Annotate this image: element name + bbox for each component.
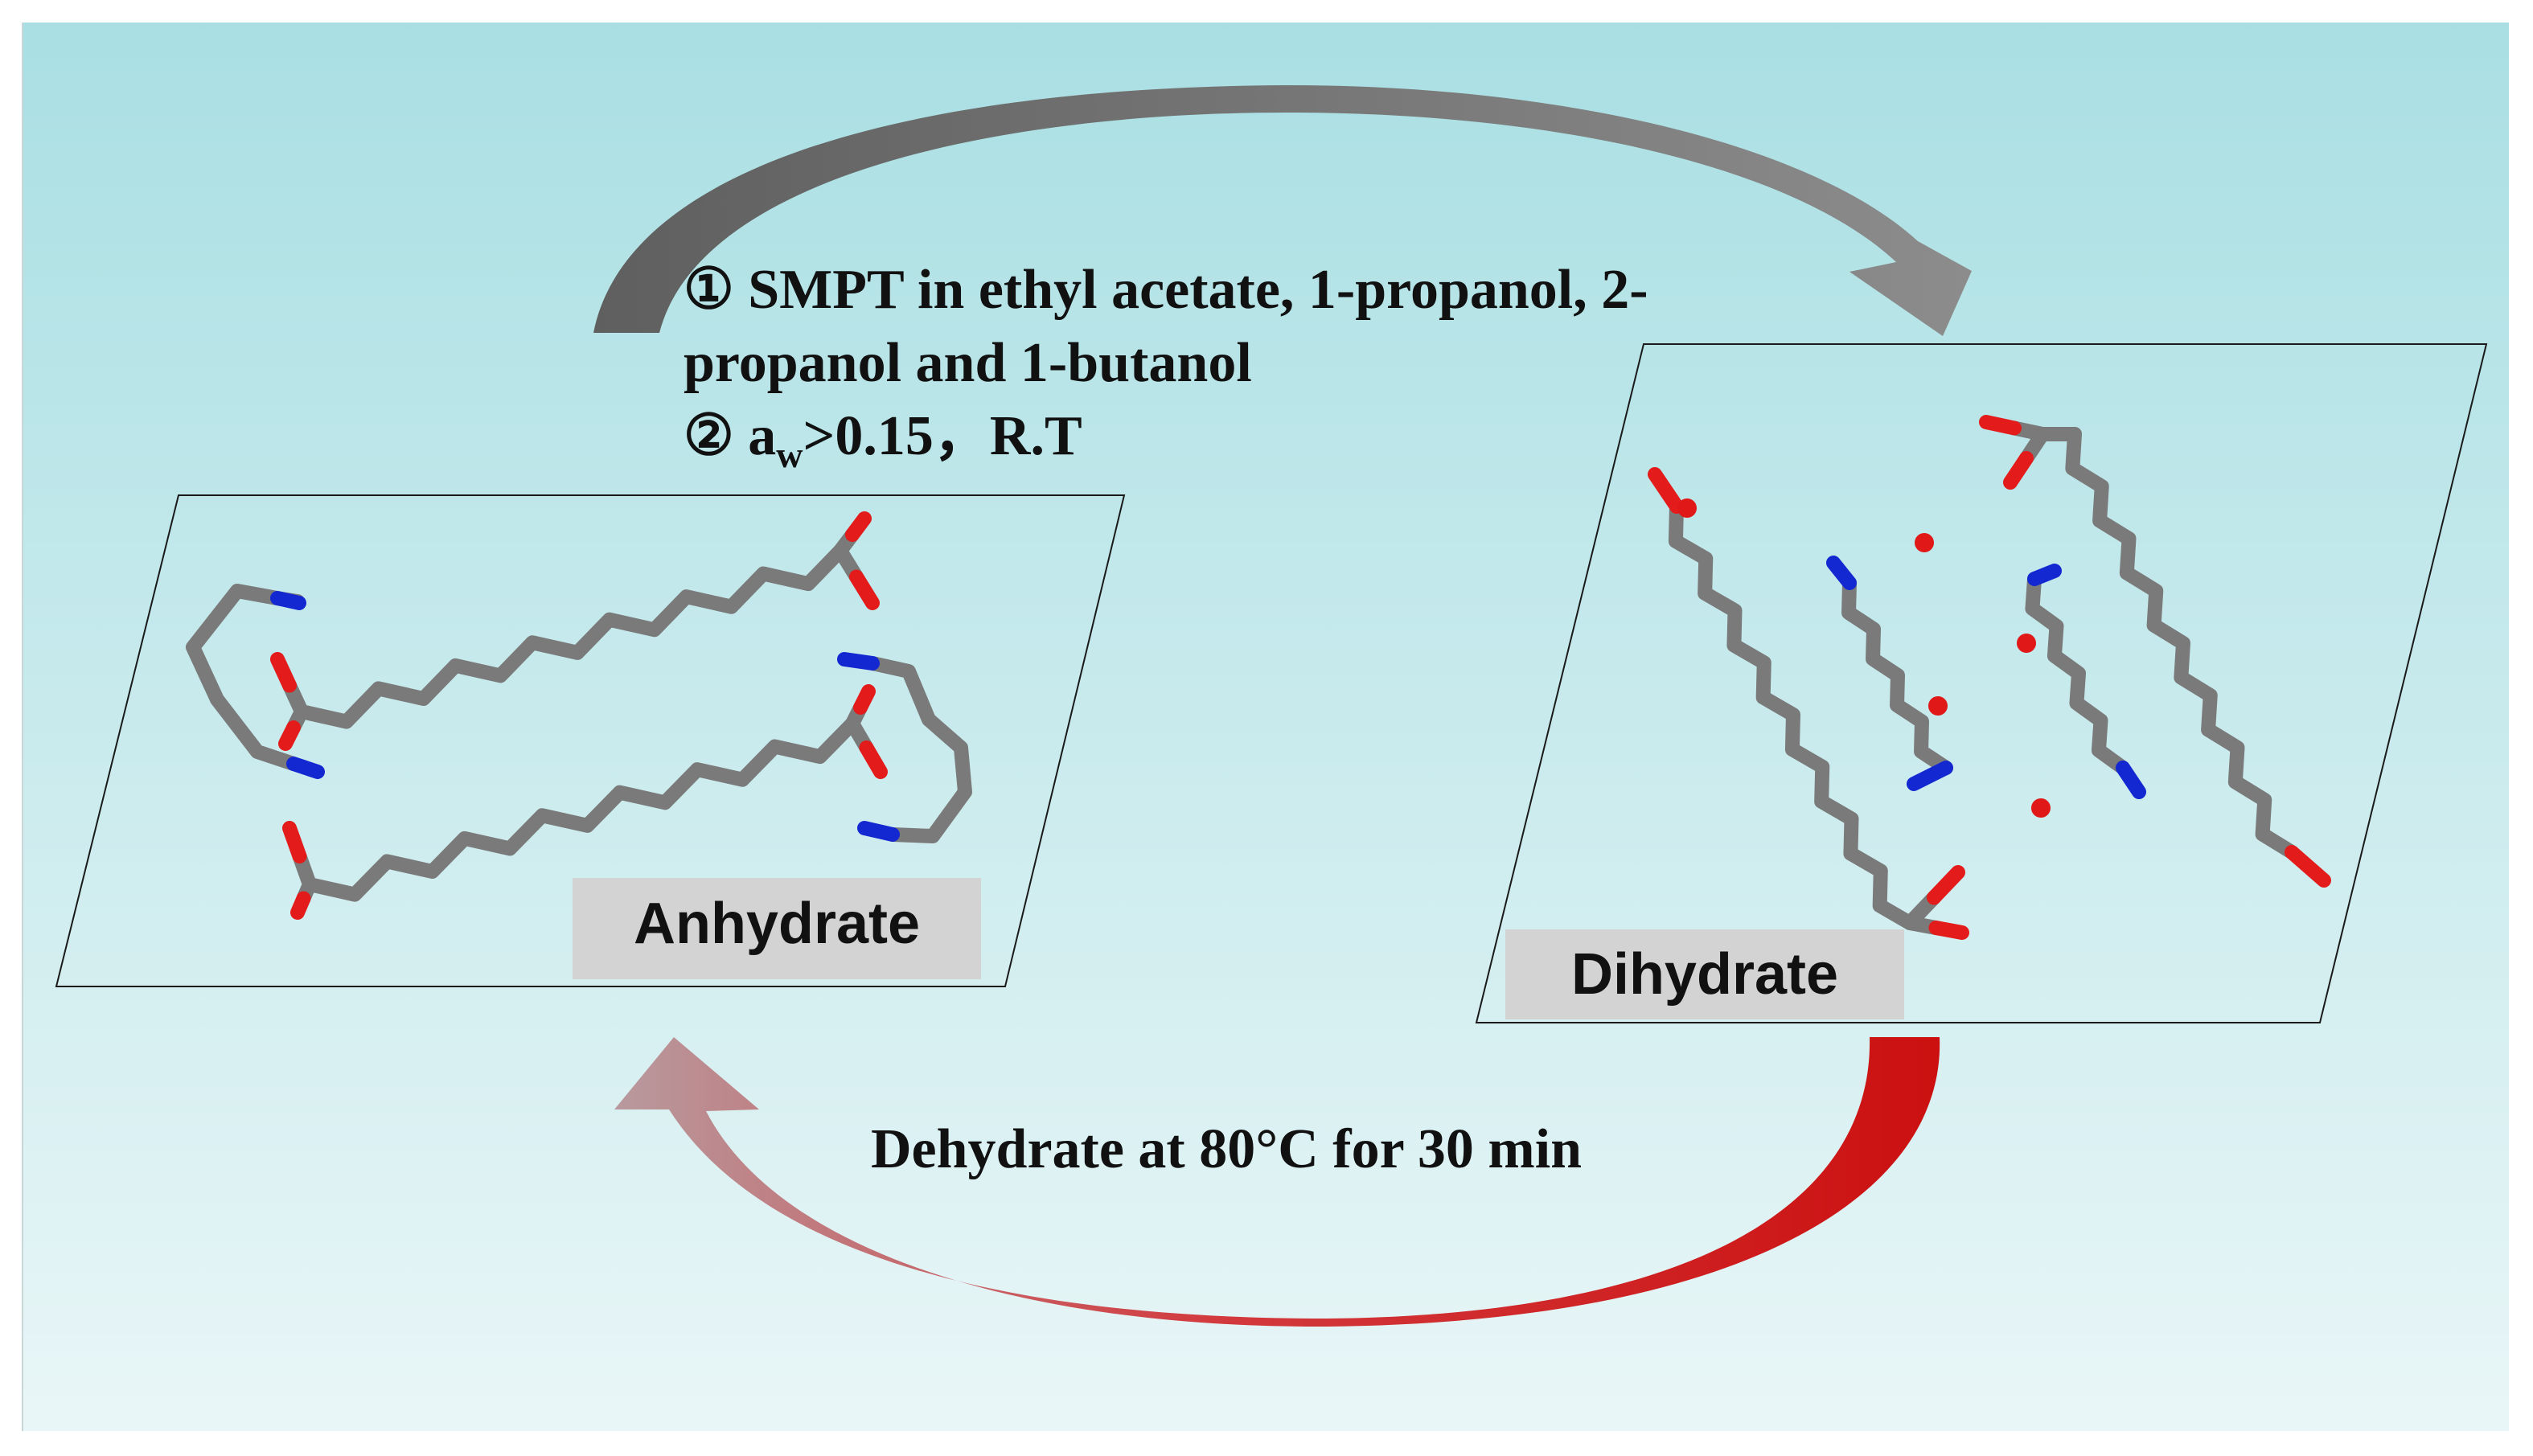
- dihydrate-panel: [1475, 343, 2488, 1023]
- dihydrate-amine-chain-left: [1841, 576, 1953, 775]
- dihydrate-carboxyl-right-top-oxygen-b: [2003, 451, 2034, 490]
- anhydrate-carboxyl-upper-right-oxygen-b: [849, 569, 880, 610]
- water-molecule-2: [2017, 634, 2036, 653]
- dihydrate-diacid-chain-left: [1668, 499, 1917, 930]
- water-molecule-4: [2031, 798, 2051, 818]
- anhydrate-carboxyl-lower-left-oxygen-a: [282, 821, 307, 863]
- dihydrate-amine-left-nitrogen-top: [1826, 556, 1857, 590]
- dihydrate-structure: [1648, 415, 2331, 940]
- dihydrate-carboxyl-left-top-oxygen: [1648, 467, 1684, 514]
- anhydrate-structure: [186, 511, 972, 920]
- anhydrate-carboxyl-upper-right-oxygen-a: [845, 511, 872, 542]
- dihydrate-amine-chain-right: [2025, 572, 2130, 775]
- anhydrate-amine-right-nitrogen-bottom: [857, 821, 900, 842]
- anhydrate-label-box: [573, 878, 981, 979]
- dihydrate-carboxyl-left-bottom-oxygen-a: [1928, 921, 1969, 940]
- condition-3-prefix: ② a: [684, 405, 776, 467]
- anhydrate-carboxyl-lower-right-oxygen-a: [853, 684, 876, 715]
- anhydrate-amine-chain-right: [865, 656, 972, 843]
- dihydrate-amine-left-nitrogen-bottom: [1907, 761, 1953, 791]
- dihydrate-amine-right-nitrogen-bottom: [2116, 761, 2146, 799]
- anhydrate-carboxyl-upper-left-oxygen-b: [278, 720, 301, 751]
- anhydrate-diacid-chain-upper: [294, 543, 848, 729]
- dihydrate-amine-right-nitrogen-top: [2027, 564, 2062, 586]
- anhydrate-carboxyl-lower-right-oxygen-b: [859, 740, 888, 779]
- top-condition-line-2: propanol and 1-butanol: [684, 332, 1252, 394]
- dihydrate-label-box: [1505, 929, 1904, 1019]
- anhydrate-carboxyl-lower-left-oxygen-b: [290, 891, 311, 920]
- dihydrate-diacid-chain-right: [2065, 427, 2299, 859]
- dihydrate-carboxyl-right-top-oxygen-a: [1979, 415, 2022, 436]
- condition-3-suffix: >0.15，R.T: [803, 405, 1082, 467]
- bottom-condition: Dehydrate at 80°C for 30 min: [871, 1118, 1582, 1180]
- dihydrate-carboxyl-right-bottom-oxygen: [2285, 845, 2331, 888]
- anhydrate-amine-right-nitrogen-top: [837, 652, 880, 671]
- water-molecule-1: [1915, 533, 1934, 552]
- anhydrate-panel: [55, 494, 1126, 987]
- background: [23, 23, 2509, 1431]
- top-arrow: [593, 85, 1972, 336]
- anhydrate-amine-left-nitrogen-bottom: [286, 757, 325, 779]
- anhydrate-amine-chain-left: [186, 584, 301, 771]
- anhydrate-carboxyl-upper-left-oxygen-a: [270, 652, 297, 693]
- top-condition-line-1: ① SMPT in ethyl acetate, 1-propanol, 2-: [684, 259, 1648, 321]
- anhydrate-label: Anhydrate: [634, 892, 920, 956]
- dihydrate-label: Dihydrate: [1571, 942, 1838, 1007]
- water-molecule-3: [1928, 696, 1948, 716]
- top-condition-line-3: ② aw>0.15，R.T: [684, 405, 1082, 475]
- anhydrate-amine-left-nitrogen-top: [270, 591, 306, 610]
- condition-3-subscript: w: [776, 434, 803, 475]
- anhydrate-diacid-chain-lower: [302, 716, 860, 902]
- dihydrate-carboxyl-left-top-oxygen-b: [1677, 498, 1697, 518]
- dihydrate-carboxyl-left-bottom-oxygen-b: [1927, 865, 1965, 905]
